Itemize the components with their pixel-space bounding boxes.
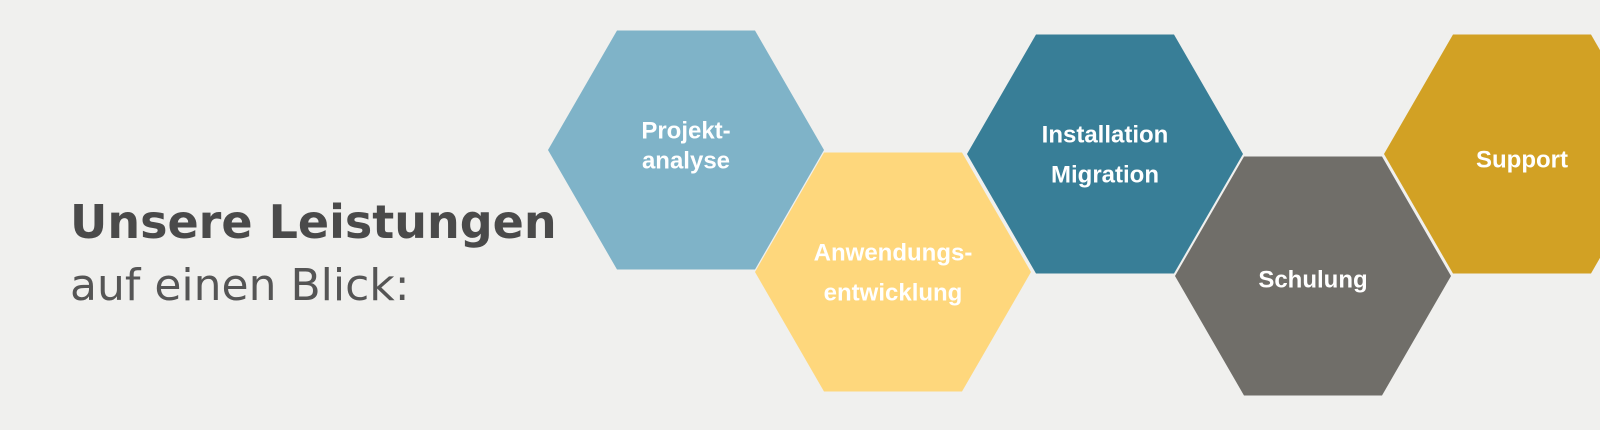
- headline-subtitle: auf einen Blick:: [70, 260, 410, 311]
- hexagon-anwendungsentwicklung: Anwendungs-entwicklung: [755, 152, 1031, 392]
- headline: Unsere Leistungen auf einen Blick:: [70, 192, 557, 316]
- headline-title: Unsere Leistungen: [70, 195, 557, 249]
- hexagon-label-installation-migration-2: Migration: [1051, 161, 1159, 188]
- hexagon-label-support-1: Support: [1476, 146, 1568, 173]
- hexagon-label-installation-migration-1: Installation: [1042, 121, 1169, 148]
- hexagon-support: Support: [1384, 34, 1600, 274]
- hexagon-shape-anwendungsentwicklung: [755, 152, 1031, 392]
- hexagon-projektanalyse: Projekt-analyse: [548, 30, 824, 270]
- hexagon-label-schulung-1: Schulung: [1258, 266, 1367, 293]
- hexagon-shape-projektanalyse: [548, 30, 824, 270]
- hexagon-label-anwendungsentwicklung-1: Anwendungs-: [814, 239, 973, 266]
- hexagon-schulung: Schulung: [1175, 156, 1451, 396]
- hexagon-label-projektanalyse-1: Projekt-: [641, 117, 730, 144]
- hexagon-shape-support: [1384, 34, 1600, 274]
- hexagon-label-projektanalyse-2: analyse: [642, 147, 730, 174]
- hexagon-label-anwendungsentwicklung-2: entwicklung: [824, 279, 963, 306]
- hexagon-shape-schulung: [1175, 156, 1451, 396]
- hexagon-shape-installation-migration: [967, 34, 1243, 274]
